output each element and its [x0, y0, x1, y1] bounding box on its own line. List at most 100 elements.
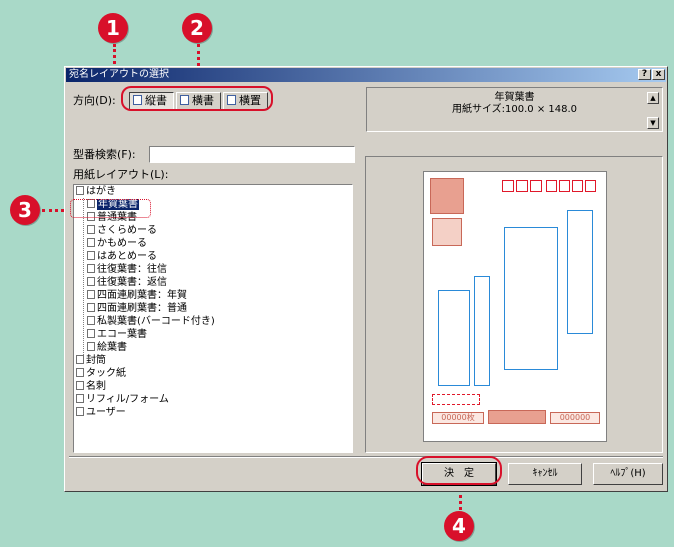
postcard-icon: [87, 290, 95, 299]
direction-label: 方向(D):: [73, 94, 116, 107]
stamp-image: [430, 178, 464, 214]
user-icon: [76, 407, 84, 416]
vertical-layout-icon: [133, 95, 142, 105]
tree-item-label: エコー葉書: [97, 329, 147, 340]
direction-highlight: [121, 86, 273, 111]
paper-name: 年賀葉書: [494, 92, 535, 103]
postcard-folder-icon: [76, 186, 84, 195]
tree-item[interactable]: 私製葉書(バーコード付き): [87, 315, 215, 328]
callout-1: 1: [98, 13, 128, 43]
bottom-separator: [69, 456, 663, 458]
tree-item-label: さくらめーる: [97, 225, 157, 236]
search-label: 型番検索(F):: [73, 148, 136, 161]
zip-box: [559, 180, 570, 192]
tree-item-label: 私製葉書(バーコード付き): [97, 316, 215, 327]
paper-size: 用紙サイズ:100.0 × 148.0: [451, 104, 578, 115]
sender-zip-box: [432, 394, 480, 405]
tree-item-label: 封筒: [86, 355, 106, 366]
callout-4: 4: [444, 511, 474, 541]
scroll-up-icon[interactable]: ▲: [647, 92, 659, 104]
postcard-icon: [87, 251, 95, 260]
tree-item[interactable]: 封筒: [76, 354, 106, 367]
layout-preview: 00000枚 000000: [365, 156, 663, 453]
help-icon[interactable]: ?: [638, 69, 651, 80]
tree-item[interactable]: 絵葉書: [87, 341, 127, 354]
tree-item[interactable]: さくらめーる: [87, 224, 157, 237]
cancel-button[interactable]: ｷｬﾝｾﾙ: [508, 463, 582, 485]
direction-horizontal-label: 横書: [192, 94, 214, 107]
tree-item-label: はあとめーる: [97, 251, 157, 262]
postcard-icon: [87, 212, 95, 221]
tree-item[interactable]: かもめーる: [87, 237, 147, 250]
window-title: 宛名レイアウトの選択: [69, 69, 169, 80]
postcard-icon: [87, 329, 95, 338]
paper-info-box: 年賀葉書 用紙サイズ:100.0 × 148.0 ▲ ▼: [366, 87, 663, 132]
callout-3: 3: [10, 195, 40, 225]
tree-connector: [83, 198, 84, 361]
lottery-number-right: 000000: [550, 412, 600, 424]
tree-label: 用紙レイアウト(L):: [73, 168, 169, 181]
tree-item[interactable]: ユーザー: [76, 406, 126, 419]
search-input[interactable]: [149, 146, 355, 163]
tree-item-label: かもめーる: [97, 238, 147, 249]
landscape-layout-icon: [227, 95, 236, 105]
tree-item-label: タック紙: [86, 368, 126, 379]
tree-item[interactable]: 四面連刷葉書：普通: [87, 302, 187, 315]
scroll-down-icon[interactable]: ▼: [647, 117, 659, 129]
lottery-number-right-text: 000000: [559, 413, 591, 422]
tree-item[interactable]: エコー葉書: [87, 328, 147, 341]
callout-2: 2: [182, 13, 212, 43]
tree-item-label: はがき: [86, 186, 116, 197]
tree-item-label: リフィル/フォーム: [86, 394, 169, 405]
tree-item-label: 名刺: [86, 381, 106, 392]
tree-item-label: 年賀葉書: [97, 199, 139, 210]
zip-box: [530, 180, 542, 192]
lottery-number-left-text: 00000枚: [441, 413, 475, 422]
postcard-preview: 00000枚 000000: [423, 171, 607, 442]
tree-item[interactable]: はあとめーる: [87, 250, 157, 263]
ok-button-highlight: [416, 456, 502, 485]
help-button[interactable]: ﾍﾙﾌﾟ(H): [593, 463, 663, 485]
selected-item-highlight: [70, 199, 151, 218]
tree-item-label: 四面連刷葉書：年賀: [97, 290, 187, 301]
postcard-icon: [87, 225, 95, 234]
envelope-icon: [76, 355, 84, 364]
zip-box: [546, 180, 557, 192]
direction-vertical-label: 縦書: [145, 94, 167, 107]
zip-box: [502, 180, 514, 192]
layout-dialog: 宛名レイアウトの選択 ? x 方向(D): 縦書 横書 横置 年賀葉書 用紙サイ…: [64, 66, 668, 492]
recipient-box: [504, 227, 558, 370]
label-sheet-icon: [76, 368, 84, 377]
lottery-stamp-center: [488, 410, 546, 424]
business-card-icon: [76, 381, 84, 390]
postcard-icon: [87, 264, 95, 273]
postcard-icon: [87, 277, 95, 286]
tree-item[interactable]: リフィル/フォーム: [76, 393, 169, 406]
layout-tree[interactable]: はがき 年賀葉書 普通葉書 さくらめーる かもめーる はあとめーる 往復葉書：往…: [73, 184, 353, 453]
postcard-icon: [87, 303, 95, 312]
callout-3-leader: [42, 209, 70, 212]
direction-landscape-label: 横置: [239, 94, 261, 107]
horizontal-layout-icon: [180, 95, 189, 105]
close-icon[interactable]: x: [652, 69, 665, 80]
tree-item[interactable]: 往復葉書：返信: [87, 276, 167, 289]
zip-box: [572, 180, 583, 192]
tree-item[interactable]: タック紙: [76, 367, 126, 380]
callout-2-leader: [197, 44, 200, 84]
callout-4-leader: [459, 484, 462, 510]
direction-vertical-button[interactable]: 縦書: [129, 92, 174, 110]
tree-item[interactable]: 往復葉書：往信: [87, 263, 167, 276]
postcard-icon: [87, 238, 95, 247]
address-box: [567, 210, 593, 334]
lottery-number-left: 00000枚: [432, 412, 484, 424]
zip-box: [585, 180, 596, 192]
title-bar: 宛名レイアウトの選択 ? x: [66, 68, 666, 82]
tree-item-label: 往復葉書：往信: [97, 264, 167, 275]
refill-form-icon: [76, 394, 84, 403]
sender-address-box: [474, 276, 490, 386]
tree-item[interactable]: 名刺: [76, 380, 106, 393]
tree-item[interactable]: はがき: [76, 185, 116, 198]
tree-item-label: 往復葉書：返信: [97, 277, 167, 288]
tree-item[interactable]: 四面連刷葉書：年賀: [87, 289, 187, 302]
postcard-icon: [87, 316, 95, 325]
